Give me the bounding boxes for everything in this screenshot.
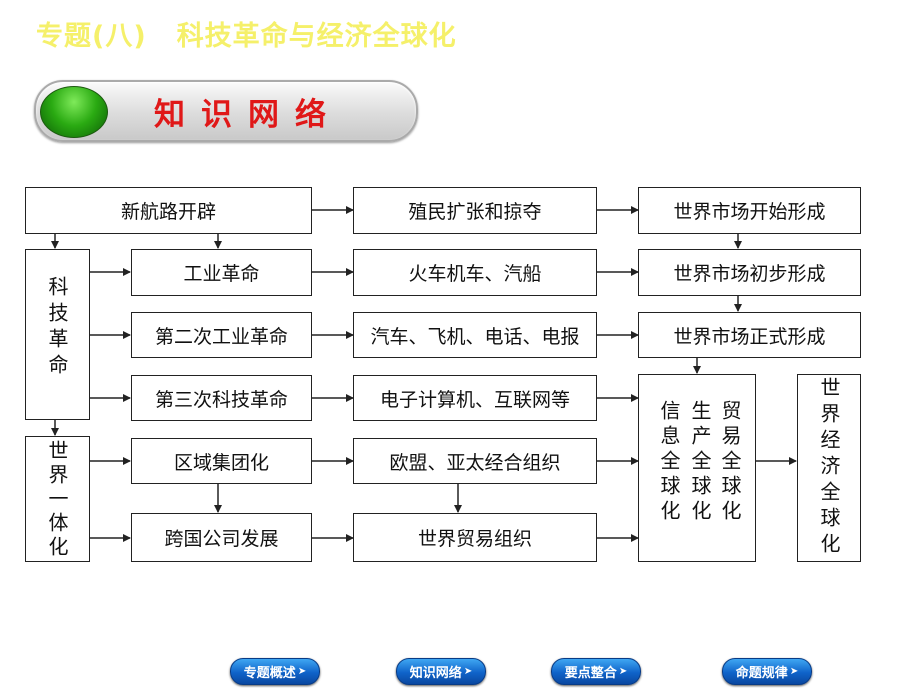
box-third-tech-revolution: 第三次科技革命 [131,375,312,421]
nav-topic-overview-button[interactable]: 专题概述➤ [230,658,320,685]
section-banner: 知识网络 [34,80,418,142]
chevron-right-icon: ➤ [618,666,628,677]
box-world-economic-globalization [797,374,861,562]
box-tech-revolution [25,249,90,420]
title-topic-name: 科技革命与经济全球化 [176,21,457,52]
box-wto: 世界贸易组织 [353,513,597,562]
box-industrial-revolution: 工业革命 [131,249,312,296]
box-globalization [638,374,756,562]
box-regional-blocs: 区域集团化 [131,438,312,484]
nav-knowledge-network-label: 知识网络 [409,666,462,681]
nav-key-points-button[interactable]: 要点整合➤ [551,658,641,685]
box-world-integration [25,436,90,562]
green-ball-icon [40,86,108,138]
text-production-globalization: 生产全球化 [688,400,712,525]
box-eu-apec: 欧盟、亚太经合组织 [353,438,597,484]
text-tech-revolution: 科技革命 [45,276,69,380]
box-world-market-begins: 世界市场开始形成 [638,187,861,234]
nav-topic-overview-label: 专题概述 [243,666,296,681]
text-trade-globalization: 贸易全球化 [718,400,742,525]
text-info-globalization: 信息全球化 [657,400,681,525]
box-multinational-companies: 跨国公司发展 [131,513,312,562]
nav-knowledge-network-button[interactable]: 知识网络➤ [396,658,486,685]
chevron-right-icon: ➤ [297,666,307,677]
box-locomotive-steamship: 火车机车、汽船 [353,249,597,296]
box-colonial-expansion: 殖民扩张和掠夺 [353,187,597,234]
section-banner-label: 知识网络 [154,97,342,133]
nav-key-points-label: 要点整合 [564,666,617,681]
chevron-right-icon: ➤ [463,666,473,677]
box-new-sea-routes: 新航路开辟 [25,187,312,234]
nav-exam-patterns-button[interactable]: 命题规律➤ [722,658,812,685]
chevron-right-icon: ➤ [789,666,799,677]
box-second-industrial-revolution: 第二次工业革命 [131,312,312,358]
nav-exam-patterns-label: 命题规律 [735,666,788,681]
text-world-integration: 世界一体化 [45,440,69,560]
title-topic-number: 专题(八) [36,21,147,52]
box-world-market-initial: 世界市场初步形成 [638,249,861,296]
text-world-economic-globalization: 世界经济全球化 [817,377,841,559]
box-world-market-formed: 世界市场正式形成 [638,312,861,358]
box-car-plane-phone-telegraph: 汽车、飞机、电话、电报 [353,312,597,358]
page-title: 专题(八) 科技革命与经济全球化 [36,14,457,53]
box-computer-internet: 电子计算机、互联网等 [353,375,597,421]
